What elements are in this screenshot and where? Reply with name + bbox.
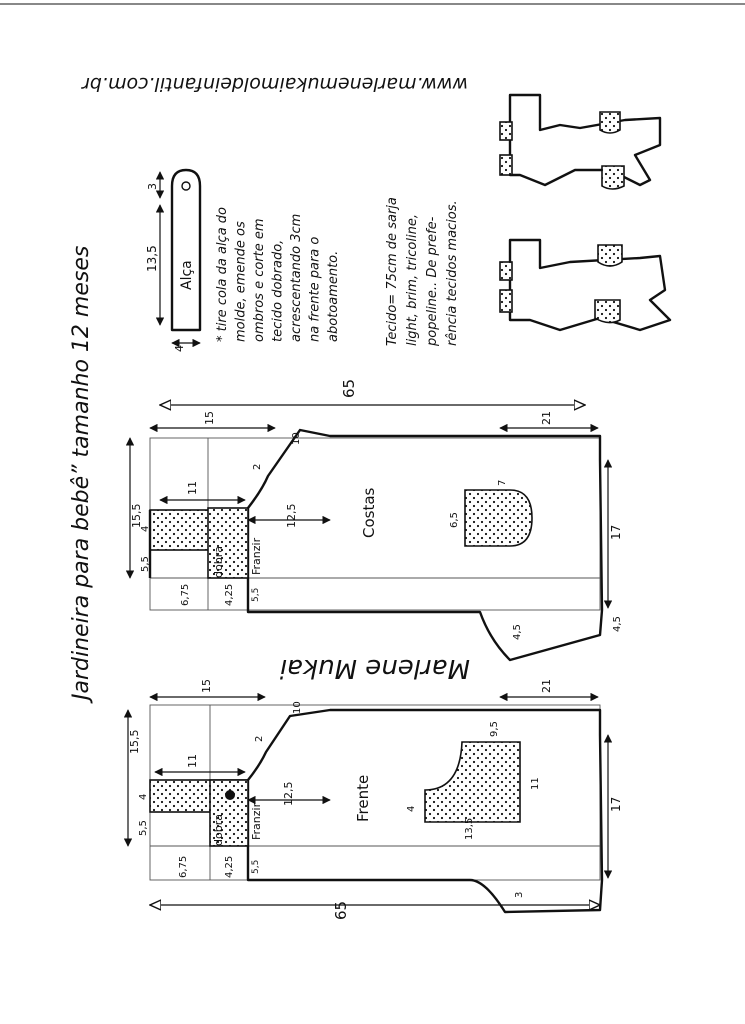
front-pocket-a: 9,5 [489, 721, 500, 737]
back-bib-height: 15,5 [130, 504, 143, 529]
back-bib-width: 11 [186, 481, 199, 495]
strap-note-line: tecido dobrado, [271, 240, 286, 342]
front-d4: 4 [138, 794, 149, 800]
front-curve: 2 [254, 736, 265, 742]
front-facing-dotted [209, 779, 249, 847]
front-crotch: 3 [514, 892, 525, 898]
front-d55b: 5,5 [251, 860, 261, 874]
back-d55: 5,5 [140, 556, 151, 572]
front-leg: 17 [609, 797, 623, 812]
front-pocket [424, 741, 521, 823]
strap-note-line: ombros e corte em [252, 218, 267, 342]
front-total-value: 65 [332, 901, 350, 920]
front-gather-label: Franzir [250, 802, 263, 840]
front-d425: 4,25 [224, 856, 235, 878]
front-pocket-b: 11 [530, 777, 541, 790]
front-strap-seg: 10 [292, 701, 303, 714]
back-facing-dotted [207, 507, 249, 579]
back-gather-label: Franzir [250, 537, 263, 575]
fabric-note: Tecido= 75cm de sarja light, brim, tricol… [385, 197, 460, 347]
strap-length-value: 13,5 [145, 245, 159, 272]
strap-outline [170, 168, 202, 332]
designer-signature: Marlene Mukai [279, 653, 470, 683]
back-leg: 17 [609, 525, 623, 540]
strap-note-line: molde, emende os [234, 221, 249, 342]
front-label: Frente [354, 775, 372, 822]
front-d55: 5,5 [138, 820, 149, 836]
fabric-note-line: Tecido= 75cm de sarja [385, 197, 400, 346]
front-d125: 12,5 [282, 782, 295, 807]
strap-note-line: acrescentando 3cm [289, 214, 304, 342]
back-pocket [464, 489, 533, 547]
strap-note-line: * tire cola da alça do [215, 207, 230, 342]
button-icon [225, 790, 235, 800]
button-hole-icon [181, 181, 191, 191]
fabric-note-line: light, brim, tricoline, [405, 214, 420, 346]
website-url: www.marlenemukaimoldeinfantil.com.br [81, 73, 468, 95]
back-fold-label: dobra [212, 546, 225, 578]
overalls-sketch-front [499, 238, 672, 332]
back-top-width: 15 [203, 411, 216, 425]
title-block: Jardineira para bebê” tamanho 12 meses [69, 246, 94, 704]
back-label: Costas [360, 487, 378, 538]
back-pocket-w: 6,5 [449, 512, 460, 528]
front-piece: 65 9,5 11 4 13,5 Frente dobra Franzir 15… [123, 679, 623, 920]
front-hem: 21 [540, 679, 553, 693]
front-fold-label: dobra [212, 814, 225, 846]
overalls-sketch-back [499, 93, 662, 190]
back-curve: 2 [252, 464, 263, 470]
fabric-note-line: popeline.. De prefe- [425, 216, 440, 347]
back-d4: 4 [140, 526, 151, 532]
strap-note-line: abotoamento. [326, 251, 341, 342]
fabric-note-line: rência tecidos macios. [445, 200, 460, 346]
front-pocket-c: 4 [406, 806, 417, 812]
back-d125: 12,5 [285, 504, 298, 529]
front-bib-height: 15,5 [128, 730, 141, 755]
front-pocket-d: 13,5 [464, 818, 475, 840]
strap-width-value: 4 [173, 345, 186, 352]
pattern-title: Jardineira para bebê” tamanho 12 meses [69, 246, 94, 704]
back-piece: 65 6,5 7 Costas dobra Franzir 15 10 2 11… [125, 379, 623, 662]
front-bib-width: 11 [186, 754, 199, 768]
back-outline [246, 428, 604, 662]
back-strap-seg: 10 [291, 432, 302, 445]
back-hem: 21 [540, 411, 553, 425]
back-total-value: 65 [340, 379, 358, 398]
back-d675: 6,75 [180, 584, 191, 606]
strap-note-line: na frente para o [308, 237, 323, 342]
front-top-width: 15 [200, 679, 213, 693]
back-crotch-a: 4,5 [512, 624, 523, 640]
back-pocket-h: 7 [497, 480, 508, 486]
front-d675: 6,75 [178, 856, 189, 878]
front-outline [246, 708, 604, 914]
strap-pattern: Alça 13,5 3 4 [145, 168, 202, 352]
back-d425: 4,25 [224, 584, 235, 606]
back-crotch-b: 4,5 [612, 616, 623, 632]
strap-label: Alça [179, 260, 195, 290]
back-d55b: 5,5 [251, 588, 261, 602]
strap-top-value: 3 [146, 183, 159, 190]
